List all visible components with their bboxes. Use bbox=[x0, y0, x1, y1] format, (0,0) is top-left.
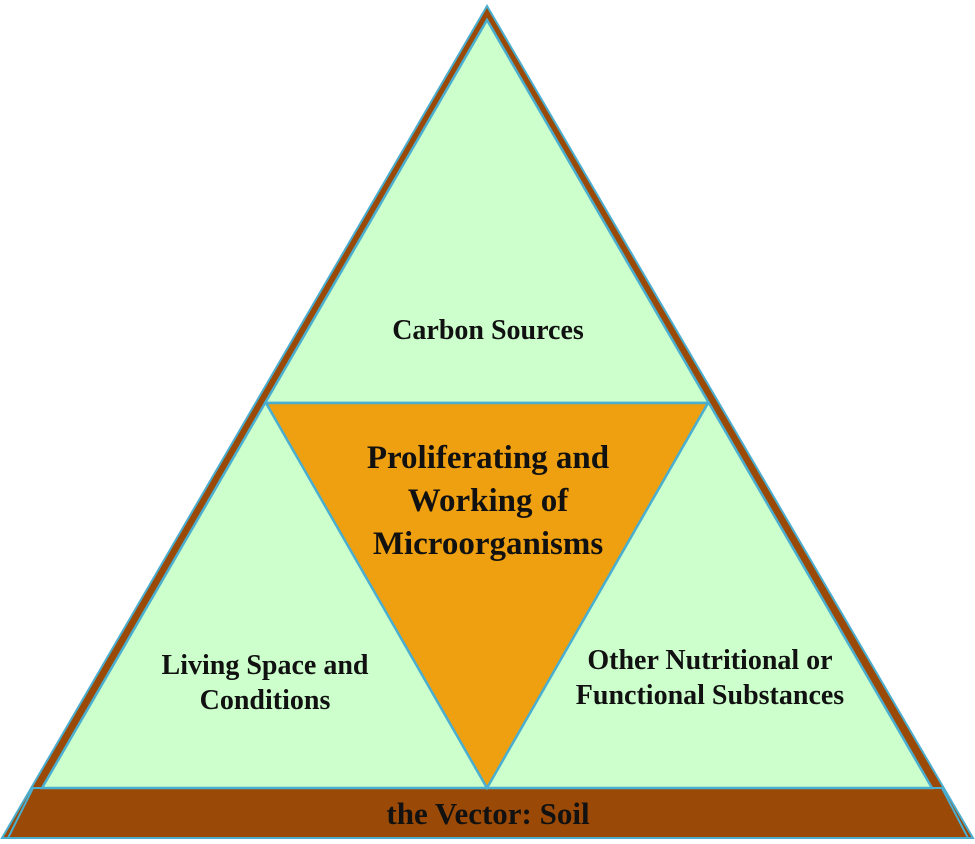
center-inverted-triangle bbox=[263, 401, 711, 791]
other-substances-label: Other Nutritional or Functional Substanc… bbox=[575, 645, 845, 711]
center-label: Proliferating and Working of Microorgani… bbox=[366, 440, 610, 562]
carbon-sources-label: Carbon Sources bbox=[392, 315, 584, 346]
soil-base-label: the Vector: Soil bbox=[386, 796, 590, 831]
living-space-label: Living Space and Conditions bbox=[161, 650, 369, 716]
